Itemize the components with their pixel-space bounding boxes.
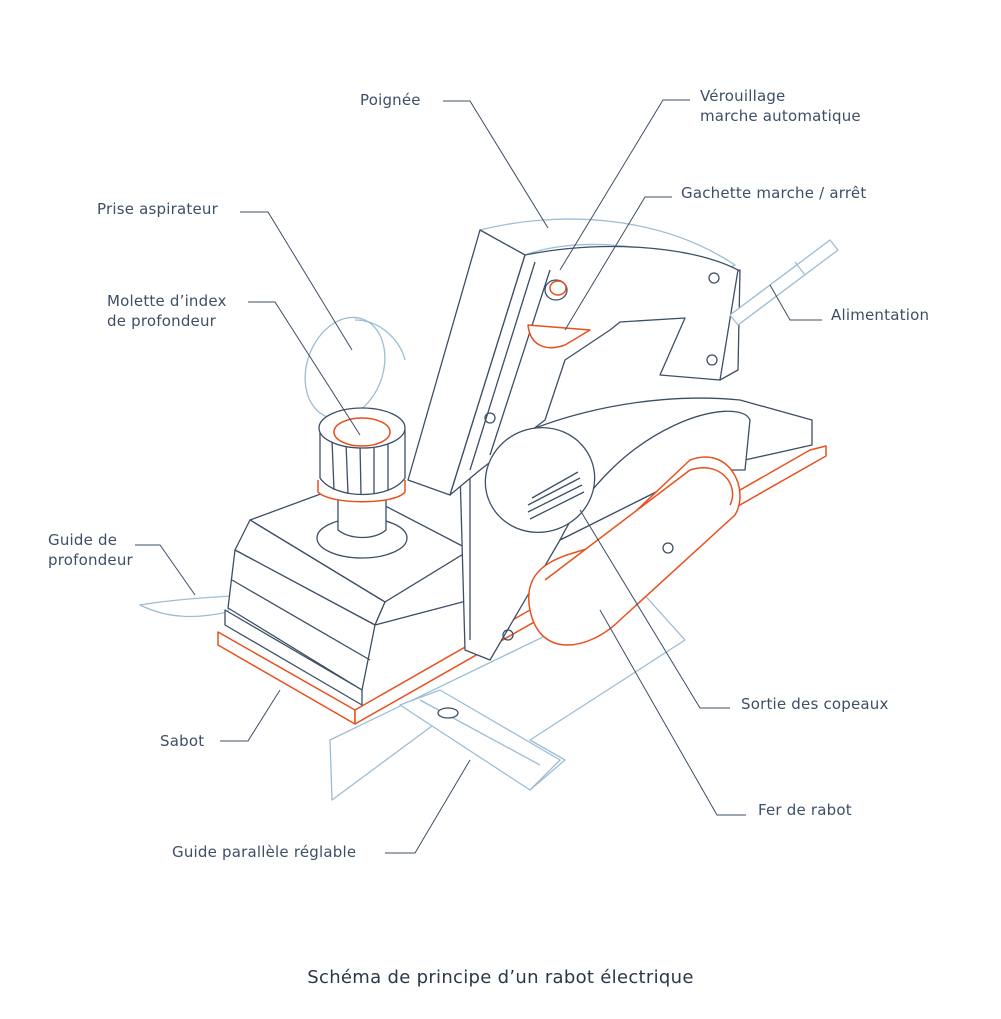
label-prise-aspirateur: Prise aspirateur <box>97 200 218 218</box>
parallel-guide <box>329 589 686 801</box>
label-guide-profondeur-line2: profondeur <box>48 551 133 569</box>
label-verrouillage: Vérouillage marche automatique <box>700 86 861 126</box>
diagram-caption: Schéma de principe d’un rabot électrique <box>307 967 694 988</box>
label-guide-profondeur-line1: Guide de <box>48 531 118 549</box>
label-sabot: Sabot <box>160 732 205 750</box>
label-fer-rabot: Fer de rabot <box>758 801 852 819</box>
power-cord <box>729 239 839 326</box>
label-guide-profondeur: Guide de profondeur <box>48 530 133 570</box>
label-guide-parallele: Guide parallèle réglable <box>172 843 357 861</box>
label-verrouillage-line1: Vérouillage <box>700 87 786 105</box>
depth-knob <box>316 407 408 559</box>
depth-guide <box>139 595 231 618</box>
label-poignee: Poignée <box>360 91 421 109</box>
chip-outlet <box>484 426 596 641</box>
label-verrouillage-line2: marche automatique <box>700 107 861 125</box>
label-molette-line2: de profondeur <box>107 312 217 330</box>
label-molette: Molette d’index de profondeur <box>107 291 227 331</box>
label-sortie-copeaux: Sortie des copeaux <box>741 695 889 713</box>
label-molette-line1: Molette d’index <box>107 292 227 310</box>
label-alimentation: Alimentation <box>831 306 930 324</box>
label-gachette: Gachette marche / arrêt <box>681 184 867 202</box>
leader-lines <box>135 99 822 854</box>
blade-cover <box>527 456 741 646</box>
